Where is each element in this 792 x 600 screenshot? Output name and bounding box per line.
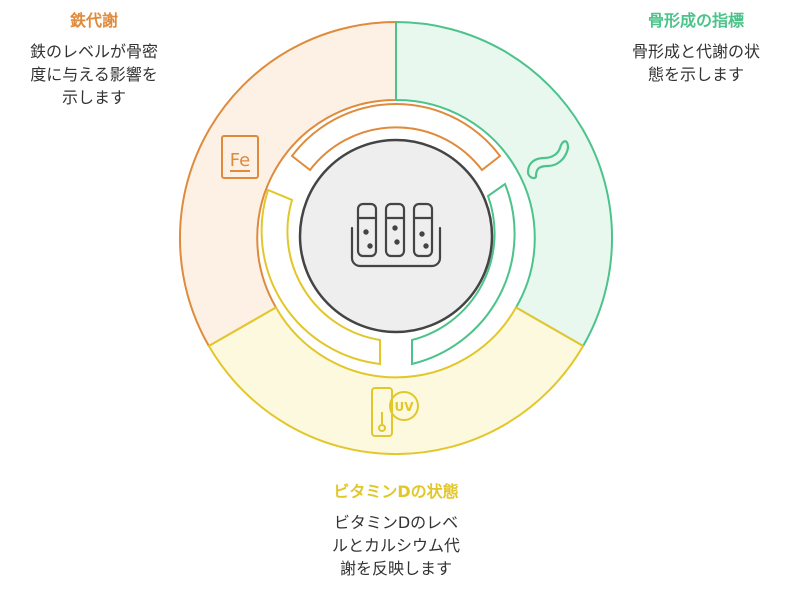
bone-desc-line: 骨形成と代謝の状 [631, 42, 760, 61]
segment-vitamin-d[interactable] [207, 306, 585, 455]
fe-icon: Fe [221, 135, 259, 179]
bone-description: 骨形成と代謝の状 態を示します [604, 40, 788, 86]
iron-desc-line: 度に与える影響を [30, 65, 158, 84]
vitd-description: ビタミンDのレベ ルとカルシウム代 謝を反映します [296, 511, 496, 580]
inner-arc-bone [411, 182, 516, 366]
label-vitamin-d: ビタミンDの状態 ビタミンDのレベ ルとカルシウム代 謝を反映します [296, 481, 496, 580]
segment-bone-formation[interactable] [395, 20, 614, 348]
uv-meter-icon: UV [371, 387, 419, 437]
test-tubes-icon [350, 202, 442, 268]
worm-icon [526, 140, 570, 180]
iron-desc-line: 鉄のレベルが骨密 [29, 42, 158, 61]
vitd-title: ビタミンDの状態 [333, 482, 459, 501]
uv-icon-text: UV [394, 400, 414, 414]
iron-description: 鉄のレベルが骨密 度に与える影響を 示します [8, 40, 180, 109]
inner-arc-iron [290, 103, 502, 172]
bone-desc-line: 態を示します [647, 65, 744, 84]
iron-title: 鉄代謝 [69, 11, 118, 30]
label-iron-metabolism: 鉄代謝 鉄のレベルが骨密 度に与える影響を 示します [8, 10, 180, 109]
segment-iron-metabolism[interactable] [178, 20, 397, 348]
vitd-desc-line: ルとカルシウム代 [331, 536, 460, 555]
bone-title: 骨形成の指標 [647, 11, 744, 30]
iron-desc-line: 示します [61, 88, 126, 107]
fe-icon-text: Fe [230, 150, 250, 171]
label-bone-formation: 骨形成の指標 骨形成と代謝の状 態を示します [604, 10, 788, 86]
inner-arc-vitd [260, 188, 381, 366]
vitd-desc-line: ビタミンDのレベ [333, 513, 459, 532]
vitd-desc-line: 謝を反映します [339, 559, 452, 578]
center-circle [298, 138, 494, 334]
